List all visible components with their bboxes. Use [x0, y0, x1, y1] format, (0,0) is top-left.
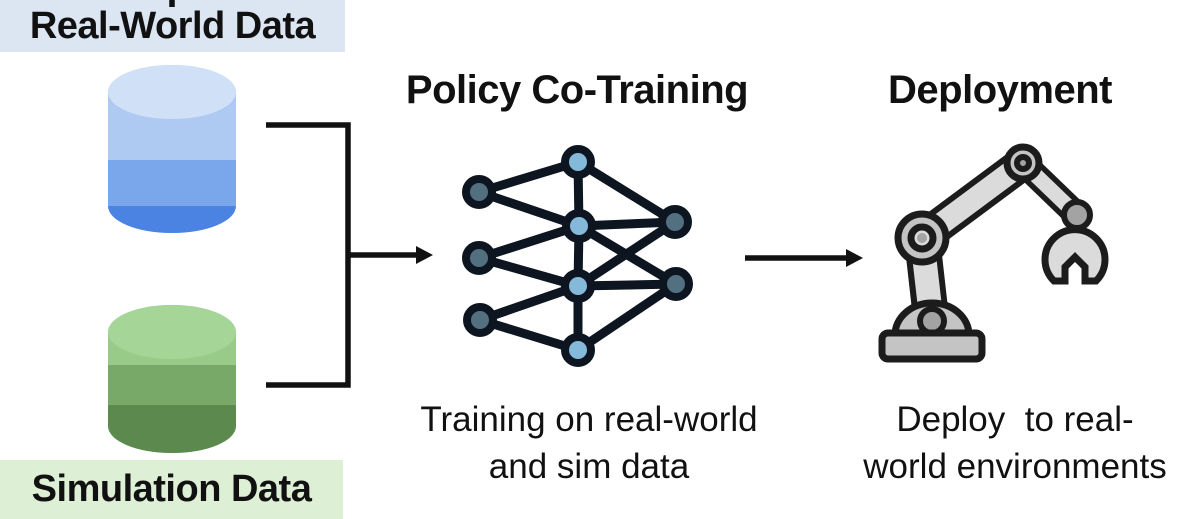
- green-cylinder-top: [108, 305, 236, 359]
- blue-cylinder-top: [108, 65, 236, 119]
- neural-network-edges: [474, 157, 681, 355]
- robot-elbow-joint: [1003, 143, 1043, 183]
- input-arrow-icon: [348, 246, 433, 264]
- real-world-data-label-text: Real-World Data: [29, 4, 316, 47]
- deployment-title: Deployment: [888, 68, 1112, 112]
- robot-gripper-claw: [1041, 226, 1109, 285]
- simulation-data-label: Simulation Data: [0, 460, 343, 519]
- policy-caption: Training on real-world and sim data: [399, 396, 779, 490]
- blue-cylinder-bottom-band: [108, 206, 236, 233]
- simulation-data-label-text: Simulation Data: [31, 468, 312, 510]
- green-cylinder-middle-band: [108, 365, 236, 405]
- robot-base-joint: [917, 306, 947, 336]
- simulation-database-icon: [108, 305, 236, 453]
- policy-co-training-title: Policy Co-Training: [405, 68, 749, 112]
- blue-cylinder-middle-band: [108, 160, 236, 206]
- bracket-connector: [266, 122, 351, 388]
- policy-caption-line2: and sim data: [488, 447, 690, 486]
- robot-shoulder-joint: [894, 210, 950, 266]
- robot-base-plate: [878, 329, 986, 363]
- deployment-caption-line2: world environments: [863, 447, 1167, 486]
- robot-arm-icon: [878, 143, 1109, 363]
- deployment-caption-line1: Deploy to real-: [896, 400, 1134, 439]
- neural-network-nodes: [462, 145, 693, 367]
- policy-caption-line1: Training on real-world: [420, 400, 758, 439]
- deployment-caption: Deploy to real- world environments: [825, 396, 1200, 490]
- green-cylinder-bottom-band: [108, 405, 236, 453]
- deploy-arrow-icon: [745, 249, 863, 267]
- real-world-database-icon: [108, 65, 236, 233]
- neural-network-icon: [462, 145, 693, 367]
- real-world-data-label: Real-World Data: [0, 0, 345, 52]
- robot-wrist-ball: [1061, 199, 1093, 231]
